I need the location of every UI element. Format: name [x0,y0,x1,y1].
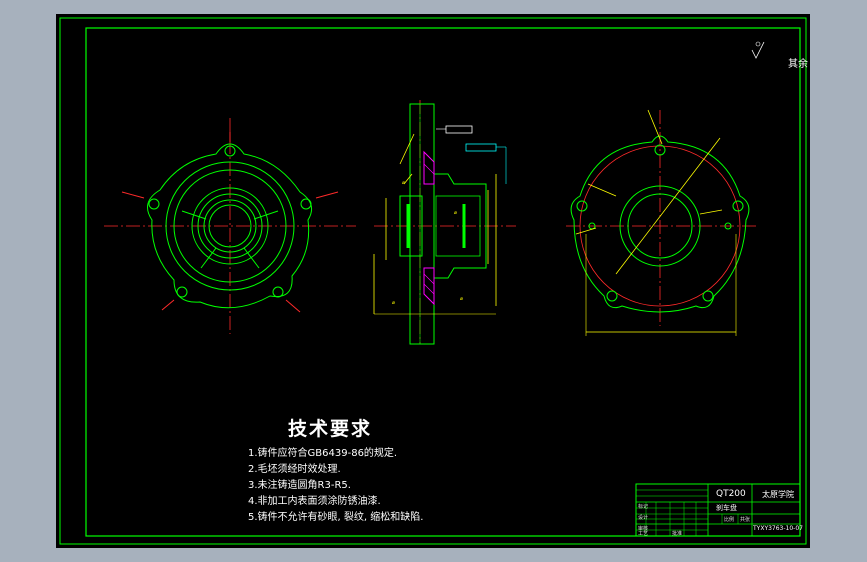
left-view [104,118,356,334]
left-view-bolt-centerline [315,191,339,199]
left-view-bolt-centerline [285,299,301,313]
left-view-circle-2 [173,169,287,283]
section-view-inner-cavity [435,195,481,257]
tolerance-frame [445,125,473,134]
left-view-bolt-hole [300,198,312,210]
drawing-sheet: ⌀ ⌀ ⌀ ⌀ [56,14,810,548]
left-view-bolt-hole [272,286,284,298]
left-view-circle-5 [203,199,257,253]
tech-requirement-item: 4.非加工内表面须涂防锈油漆. [248,496,381,507]
right-view-diameter-leader [615,137,721,275]
left-view-circle-3 [191,187,269,265]
right-view-bolt-hole [576,200,588,212]
tech-requirement-item: 3.未注铸造圆角R3-R5. [248,480,351,491]
title-block-part-name: 刹车盘 [716,504,737,512]
right-view-red-ring [579,145,741,307]
right-view [566,109,756,336]
right-view-outline [570,135,750,313]
tech-requirement-item: 5.铸件不允许有砂眼, 裂纹, 缩松和缺陷. [248,512,424,523]
title-block-material: QT200 [716,489,746,499]
section-view-hatch [423,150,435,185]
title-block-label-approve: 批准 [672,531,683,537]
title-block-label-sheet: 共张 [740,517,751,523]
section-view-dim [403,173,413,185]
left-view-rib [181,210,207,220]
title-block-label-check: 审核 [638,526,649,532]
left-view-circle-6 [208,204,252,248]
title-block-label-design: 设计 [638,515,649,521]
right-view-dim [647,109,663,145]
left-view-circle-4 [197,193,263,259]
left-view-rib [200,247,217,269]
roughness-note: 其余 [788,59,808,70]
svg-text:⌀: ⌀ [454,210,457,216]
title-block-label-scale: 比例 [724,517,735,523]
left-view-rib [253,210,279,220]
right-view-bolt-hole [606,290,618,302]
section-view-hatch [423,267,435,306]
title-block-drawing-no: TYXY3763-10-07 [753,525,803,532]
section-view-bore [399,195,423,257]
left-view-rib [243,247,260,269]
left-view-bolt-hole [148,198,160,210]
tech-requirement-item: 1.铸件应符合GB6439-86的规定. [248,448,398,459]
section-view: ⌀ ⌀ ⌀ ⌀ [373,100,516,345]
right-view-dim [699,209,723,215]
tech-requirements-title: 技术要求 [288,418,373,440]
title-block [635,483,801,537]
title-block-school: 太原学院 [762,490,794,499]
right-view-hub-outer [619,185,701,267]
left-view-flange-outline [147,143,313,309]
right-view-small-hole [724,222,732,230]
right-view-dim [587,183,617,197]
roughness-symbol-icon [751,41,765,59]
left-view-bolt-hole [224,145,236,157]
outer-frame [59,17,807,545]
right-view-dim [575,227,597,235]
left-view-bolt-centerline [121,191,145,199]
section-view-hub-outline [434,173,487,279]
right-view-hub-inner [627,193,693,259]
section-view-flange [409,103,435,345]
title-block-label-mark: 标记 [638,504,649,510]
svg-text:⌀: ⌀ [392,300,395,306]
cad-drawing: ⌀ ⌀ ⌀ ⌀ [59,17,807,545]
svg-text:⌀: ⌀ [402,180,405,186]
right-view-bolt-hole [654,144,666,156]
svg-text:⌀: ⌀ [460,296,463,302]
right-view-bolt-hole [732,200,744,212]
section-view-dim [399,133,415,165]
inner-frame [85,27,801,537]
left-view-bolt-hole [176,286,188,298]
tolerance-frame [465,143,497,152]
left-view-bolt-centerline [161,299,175,311]
title-block-label-process: 工艺 [638,531,649,537]
left-view-circle-1 [165,161,295,291]
right-view-bolt-hole [702,290,714,302]
tech-requirement-item: 2.毛坯须经时效处理. [248,464,341,475]
